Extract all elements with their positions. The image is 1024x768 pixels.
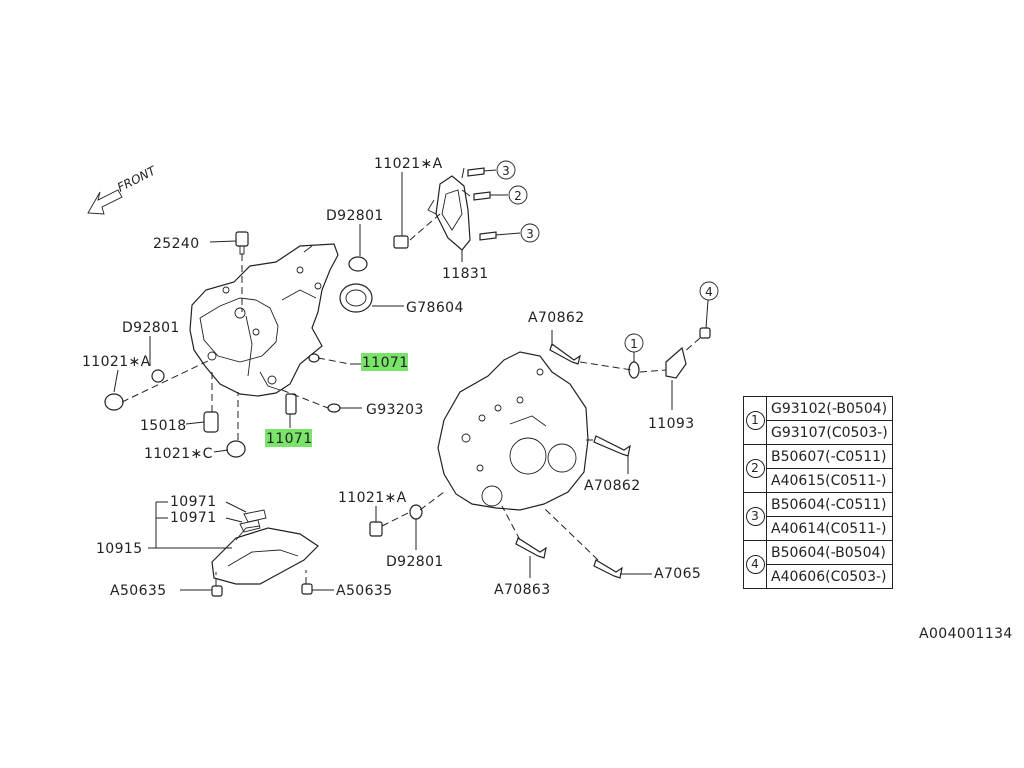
legend-part[interactable]: G93102(-B0504) xyxy=(766,396,893,421)
timing-cover-plate[interactable] xyxy=(427,175,471,251)
legend-row: 4 B50604(-B0504) xyxy=(743,540,893,589)
legend-row: A40614(C0511-) xyxy=(744,516,893,541)
label-d92801-top[interactable]: D92801 xyxy=(326,208,384,224)
legend-ref-4: 4 xyxy=(743,540,767,589)
bolt-3-top[interactable] xyxy=(467,167,485,177)
label-11021a-bottom[interactable]: 11021∗A xyxy=(338,490,407,506)
label-a70863[interactable]: A70863 xyxy=(494,582,551,598)
legend-row: G93107(C0503-) xyxy=(744,420,893,445)
label-a50635-right[interactable]: A50635 xyxy=(336,583,393,599)
legend-row: 1 G93102(-B0504) xyxy=(743,396,893,445)
label-11071-lower[interactable]: 11071 xyxy=(266,431,313,447)
bolt-a7065[interactable] xyxy=(593,559,623,579)
part-supersession-legend: 1 G93102(-B0504) G93107(C0503-) 2 B50607… xyxy=(743,396,893,589)
label-a50635-left[interactable]: A50635 xyxy=(110,583,167,599)
legend-row: A40615(C0511-) xyxy=(744,468,893,493)
label-a70862-top[interactable]: A70862 xyxy=(528,310,585,326)
plug-11021a-left[interactable] xyxy=(104,393,124,411)
svg-text:3: 3 xyxy=(526,227,534,241)
sensor-25240[interactable] xyxy=(235,231,249,255)
plug-11021c[interactable] xyxy=(226,440,246,458)
plug-11021a-bottom[interactable] xyxy=(369,521,383,537)
bolt-3-bottom[interactable] xyxy=(479,231,497,241)
svg-text:1: 1 xyxy=(630,337,638,351)
callout-circle-3-bottom: 3 xyxy=(520,223,540,243)
front-arrow-icon xyxy=(87,189,123,215)
figure-id: A004001134 xyxy=(919,626,1013,642)
label-11071-upper[interactable]: 11071 xyxy=(362,355,409,371)
label-11831[interactable]: 11831 xyxy=(442,266,489,282)
label-11021a-top[interactable]: 11021∗A xyxy=(374,156,443,172)
label-10971-b[interactable]: 10971 xyxy=(170,510,217,526)
label-a7065[interactable]: A7065 xyxy=(654,566,701,582)
svg-text:4: 4 xyxy=(705,285,713,299)
label-d92801-bottom[interactable]: D92801 xyxy=(386,554,444,570)
legend-part[interactable]: G93107(C0503-) xyxy=(766,420,893,445)
rear-timing-cover[interactable] xyxy=(437,351,589,511)
callout-circle-2: 2 xyxy=(508,185,528,205)
leader-lines xyxy=(113,167,709,591)
gasket-d92801-bottom[interactable] xyxy=(409,504,423,520)
label-g93203[interactable]: G93203 xyxy=(366,402,424,418)
legend-row: A40606(C0503-) xyxy=(744,564,893,589)
legend-part[interactable]: B50604(-C0511) xyxy=(766,492,893,517)
label-d92801-left[interactable]: D92801 xyxy=(122,320,180,336)
svg-text:2: 2 xyxy=(514,189,522,203)
gasket-d92801-left[interactable] xyxy=(151,369,165,383)
label-10915[interactable]: 10915 xyxy=(96,541,143,557)
oring-g93203[interactable] xyxy=(327,403,341,413)
label-11093[interactable]: 11093 xyxy=(648,416,695,432)
oil-seal-g78604[interactable] xyxy=(339,283,373,313)
callout-circle-3-top: 3 xyxy=(496,160,516,180)
seal-ring-1[interactable] xyxy=(628,361,640,379)
highlight-11071-lower xyxy=(265,429,312,447)
label-10971-a[interactable]: 10971 xyxy=(170,494,217,510)
legend-part[interactable]: B50604(-B0504) xyxy=(766,540,893,565)
callout-circle-4: 4 xyxy=(699,281,719,301)
callout-circle-1: 1 xyxy=(624,333,644,353)
legend-part[interactable]: B50607(-C0511) xyxy=(766,444,893,469)
svg-text:3: 3 xyxy=(502,164,510,178)
oring-11071[interactable] xyxy=(285,353,320,415)
label-11021a-left[interactable]: 11021∗A xyxy=(82,354,151,370)
front-label: FRONT xyxy=(115,163,159,195)
front-timing-cover[interactable] xyxy=(189,243,339,397)
gasket-d92801-top[interactable] xyxy=(348,256,368,272)
bolt-a70862-top[interactable] xyxy=(549,343,581,365)
label-15018[interactable]: 15018 xyxy=(140,418,187,434)
legend-ref-2: 2 xyxy=(743,444,767,493)
legend-row: 2 B50607(-C0511) xyxy=(743,444,893,493)
bolt-a70863[interactable] xyxy=(515,537,547,559)
legend-row: 3 B50604(-C0511) xyxy=(743,492,893,541)
label-11021c[interactable]: 11021∗C xyxy=(144,446,213,462)
bolt-a70862-right[interactable] xyxy=(593,435,631,457)
label-25240[interactable]: 25240 xyxy=(153,236,200,252)
bolt-4[interactable] xyxy=(699,327,711,339)
bolt-a50635-left[interactable] xyxy=(211,585,223,597)
label-a70862-right[interactable]: A70862 xyxy=(584,478,641,494)
label-g78604[interactable]: G78604 xyxy=(406,300,464,316)
bolt-2[interactable] xyxy=(473,191,491,201)
sensor-15018[interactable] xyxy=(203,411,219,433)
lower-cover-10915[interactable] xyxy=(211,509,319,585)
legend-part[interactable]: A40615(C0511-) xyxy=(766,468,893,493)
legend-part[interactable]: A40614(C0511-) xyxy=(766,516,893,541)
highlight-11071-upper xyxy=(361,353,408,371)
plug-11021a-top[interactable] xyxy=(393,235,409,249)
legend-ref-1: 1 xyxy=(743,396,767,445)
legend-ref-3: 3 xyxy=(743,492,767,541)
bolt-a50635-right[interactable] xyxy=(301,583,313,595)
bracket-11093[interactable] xyxy=(665,346,687,379)
legend-part[interactable]: A40606(C0503-) xyxy=(766,564,893,589)
